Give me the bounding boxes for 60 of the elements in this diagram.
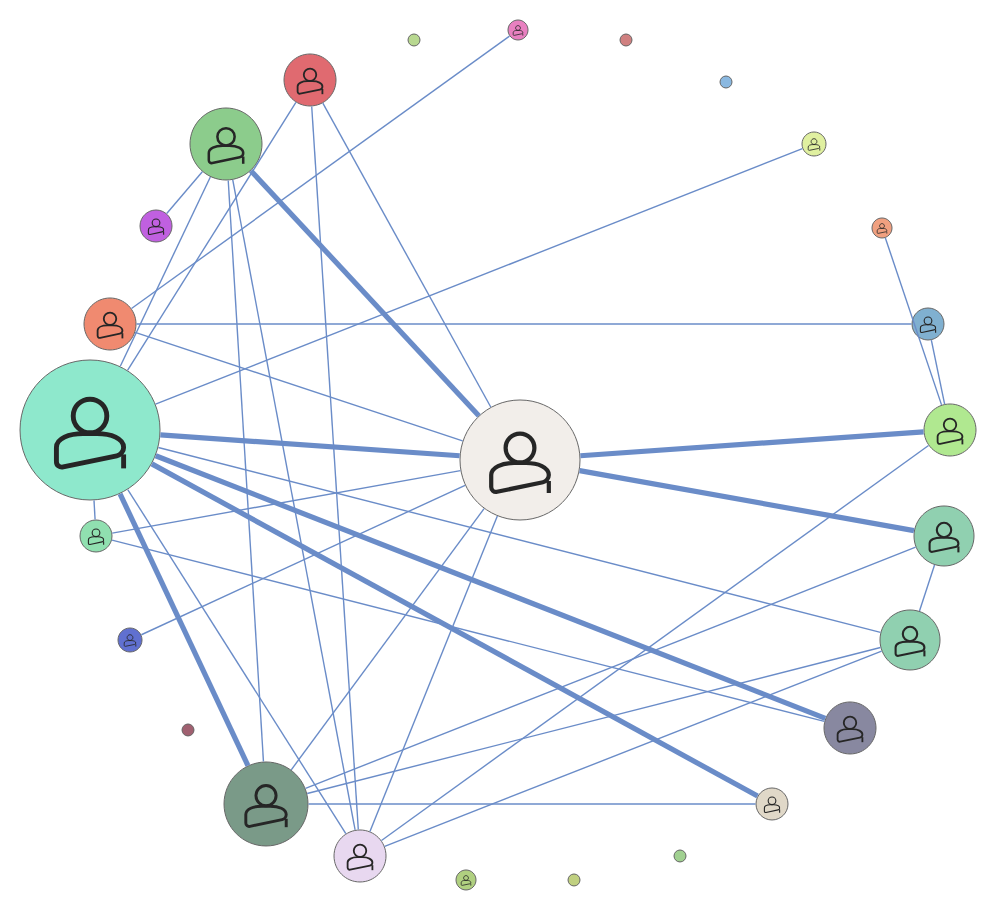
network-link (150, 461, 759, 799)
network-link (884, 237, 943, 406)
network-link (311, 105, 359, 831)
person-node (879, 609, 941, 671)
network-link (227, 179, 265, 763)
network-link (126, 101, 297, 371)
person-node (871, 217, 893, 239)
network-link (160, 432, 460, 459)
person-node (719, 75, 733, 89)
network-link (111, 539, 826, 723)
network-link (306, 646, 882, 795)
person-node (801, 131, 827, 157)
person-node (189, 107, 263, 181)
person-node (923, 403, 977, 457)
person-node (913, 505, 975, 567)
network-link (111, 469, 462, 534)
network-link (130, 35, 511, 310)
person-node (223, 761, 309, 847)
person-node (911, 307, 945, 341)
network-link (154, 147, 804, 405)
network-link (119, 176, 212, 367)
person-node (673, 849, 687, 863)
person-node (407, 33, 421, 47)
person-node (79, 519, 113, 553)
person-node (283, 53, 337, 107)
network-link (93, 499, 96, 521)
network-link (580, 429, 924, 459)
person-node (83, 297, 137, 351)
network-link (380, 444, 930, 842)
network-link (140, 484, 466, 636)
network-link (134, 331, 464, 442)
network-link (579, 468, 915, 534)
person-node (567, 873, 581, 887)
network-link (232, 179, 356, 831)
person-node (507, 19, 529, 41)
person-node (19, 359, 161, 501)
person-node (823, 701, 877, 755)
person-node (333, 829, 387, 883)
person-node (139, 209, 173, 243)
network-link (369, 515, 499, 833)
person-node (181, 723, 195, 737)
network-link (290, 507, 485, 771)
network-link (157, 446, 882, 634)
person-node (755, 787, 789, 821)
network-link (127, 488, 347, 835)
network-link (384, 650, 883, 847)
network-link (166, 171, 203, 215)
network-link (930, 339, 946, 405)
network-link (918, 564, 936, 612)
network-link (322, 102, 492, 408)
person-node (455, 869, 477, 891)
network-link (154, 453, 827, 721)
network-link (135, 323, 913, 325)
person-node (619, 33, 633, 47)
network-link (304, 546, 917, 790)
person-node (459, 399, 581, 521)
network-link (117, 492, 251, 767)
network-link (307, 803, 757, 805)
person-node (117, 627, 143, 653)
network-link (248, 168, 481, 418)
